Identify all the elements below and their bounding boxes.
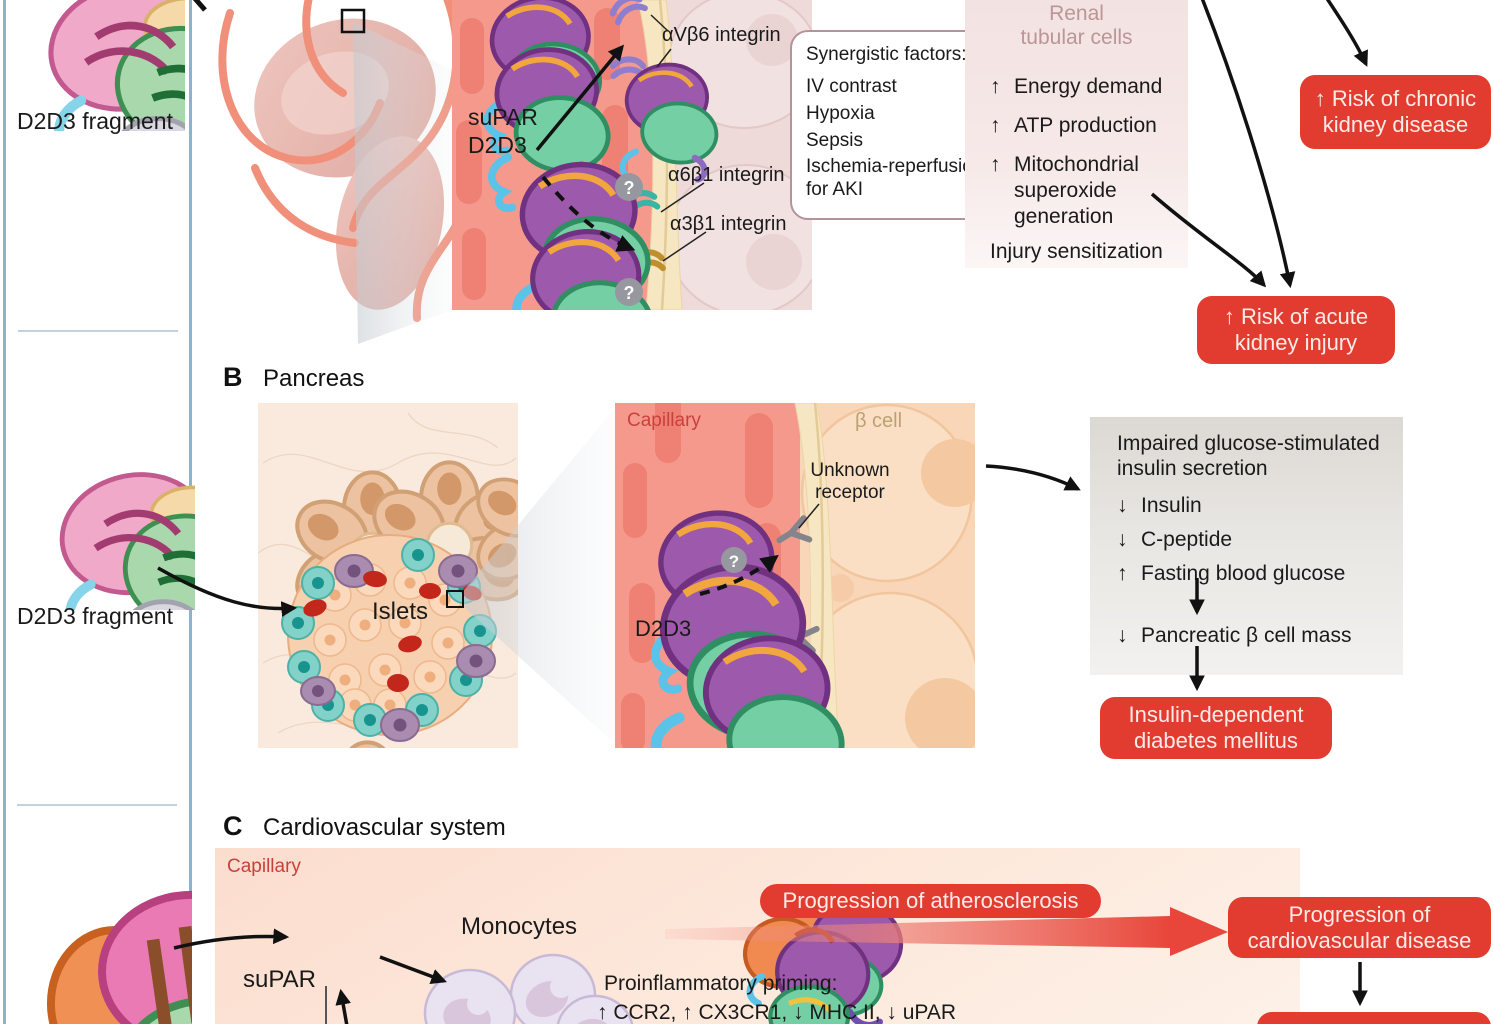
panelC-scene [423, 881, 909, 1024]
panelB-letter: B [223, 362, 243, 392]
d2d3-fragment-structure-2 [30, 448, 195, 610]
sidebar-divider-2 [17, 804, 177, 806]
synergistic-item: Hypoxia [806, 103, 875, 124]
renal-item: ↑ Energy demand [990, 75, 1163, 98]
beta-cell-label: β cell [855, 410, 903, 432]
risk-chronic-kidney-disease-box: ↑ Risk of chronic kidney disease [1300, 75, 1491, 149]
arrow-to-acute-box-long [1200, 0, 1296, 289]
unknown-receptor-label: Unknown receptor [810, 460, 890, 503]
panelA-ligand-label: suPAR D2D3 [468, 104, 538, 158]
effects-outcome: ↓ Pancreatic β cell mass [1117, 624, 1352, 647]
monocytes-label: Monocytes [461, 913, 578, 940]
panelC-letter: C [223, 811, 243, 841]
integrin-a3b1-label: α3β1 integrin [670, 213, 787, 235]
sidebar-divider-1 [18, 330, 178, 332]
integrin-a6b1-label: α6β1 integrin [668, 164, 785, 186]
cvd-progression-box: Progression of cardiovascular disease [1228, 897, 1491, 958]
panelC-capillary-label: Capillary [227, 856, 301, 877]
priming-line: ↑ CCR2, ↑ CX3CR1, ↓ MHC II, ↓ uPAR [597, 1001, 957, 1024]
renal-item: ↑ Mitochondrial superoxide generation [990, 153, 1139, 228]
synergistic-item: IV contrast [806, 76, 897, 97]
effects-item: ↑ Fasting blood glucose [1117, 562, 1346, 585]
supar-label: suPAR [243, 966, 316, 993]
renal-tubular-cells-box: Renal tubular cells ↑ Energy demand ↑ AT… [965, 0, 1188, 268]
panelC-title: Cardiovascular system [263, 814, 506, 841]
priming-title: Proinflammatory priming: [604, 972, 838, 995]
supar-structure-sidebar [0, 858, 192, 1024]
panelB-capillary-label: Capillary [627, 410, 701, 431]
synergistic-title: Synergistic factors: [806, 44, 967, 65]
synergistic-item: Sepsis [806, 130, 864, 151]
islets-label: Islets [371, 598, 428, 625]
glucose-effects-box: Impaired glucose-stimulated insulin secr… [1090, 417, 1403, 675]
pancreas-tissue-illustration [258, 403, 518, 748]
arrow-to-chronic-box [1325, 0, 1368, 67]
renal-box-title: Renal tubular cells [1020, 2, 1133, 49]
synergistic-item: Ischemia-reperfusion for AKI [806, 156, 984, 200]
synergistic-factors-box: Synergistic factors: IV contrast Hypoxia… [790, 30, 994, 220]
risk-acute-kidney-injury-box: ↑ Risk of acute kidney injury [1197, 296, 1395, 364]
effects-item: ↓ C-peptide [1117, 528, 1233, 551]
renal-item: ↑ ATP production [990, 114, 1157, 137]
atherosclerosis-pill: Progression of atherosclerosis [760, 884, 1101, 918]
panelB-ligand-label: D2D3 [635, 616, 692, 641]
d2d3-fragment-label-1: D2D3 fragment [17, 108, 173, 134]
effects-item: ↓ Insulin [1117, 494, 1202, 517]
integrin-avb6-label: αVβ6 integrin [662, 24, 781, 46]
effects-title: Impaired glucose-stimulated insulin secr… [1117, 432, 1380, 480]
outcome-box-cut [1257, 1012, 1491, 1024]
diabetes-box: Insulin-dependent diabetes mellitus [1100, 697, 1332, 759]
arrow-betacell-to-effects [985, 464, 1081, 491]
panelB-capillary-scene [615, 403, 975, 748]
renal-footer: Injury sensitization [990, 240, 1163, 263]
d2d3-fragment-label-2: D2D3 fragment [17, 603, 173, 629]
panelB-title: Pancreas [263, 365, 365, 392]
